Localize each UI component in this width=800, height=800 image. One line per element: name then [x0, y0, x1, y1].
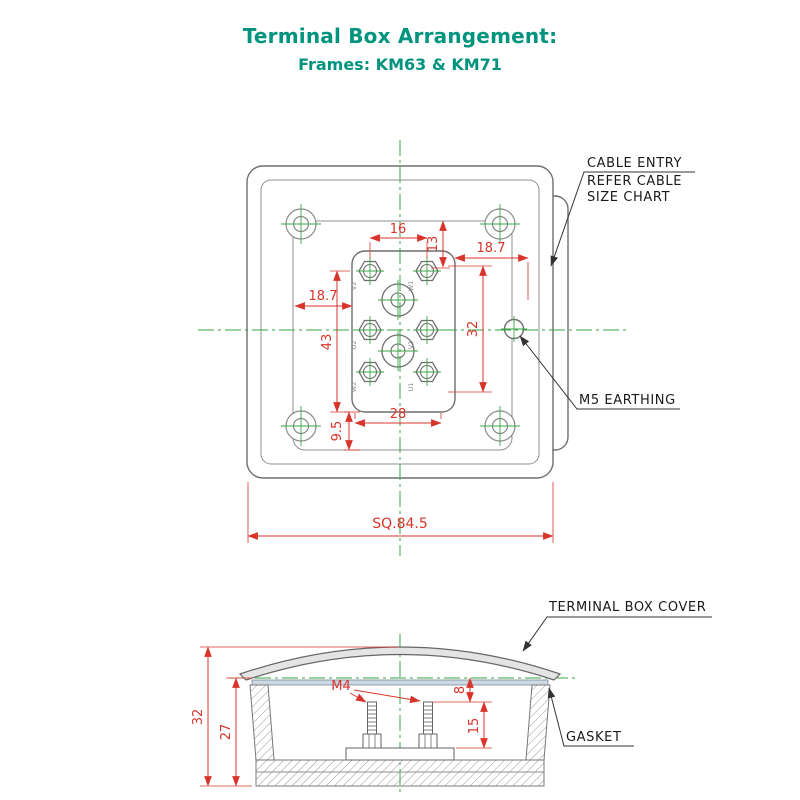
- svg-text:32: 32: [466, 321, 481, 338]
- section-view: [238, 646, 562, 787]
- dim-box-height: 27: [219, 677, 252, 787]
- svg-text:18.7: 18.7: [309, 289, 338, 304]
- dim-stud-thread: M4: [331, 679, 421, 704]
- section-stud-left: [362, 701, 382, 749]
- box-cover-section: [238, 646, 562, 681]
- svg-text:TERMINAL BOX COVER: TERMINAL BOX COVER: [548, 600, 706, 615]
- svg-text:32: 32: [191, 709, 206, 726]
- gasket-leader: [547, 687, 634, 747]
- svg-text:28: 28: [390, 407, 407, 422]
- page-title: Terminal Box Arrangement:: [242, 24, 558, 48]
- page-header: Terminal Box Arrangement: Frames: KM63 &…: [0, 24, 800, 74]
- section-dimensions: M4 8 15 32 27: [191, 646, 492, 787]
- callout-earthing: M5 EARTHING: [519, 335, 680, 410]
- dim-stud-pitch: 16: [369, 222, 428, 258]
- terminal-pedestal: [345, 747, 455, 761]
- svg-text:27: 27: [219, 724, 234, 741]
- callout-gasket: GASKET: [547, 687, 634, 747]
- svg-text:9.5: 9.5: [330, 421, 345, 442]
- terminal-label: V2: [350, 282, 358, 291]
- dim-top-offset: 13: [426, 220, 450, 269]
- box-base: [255, 759, 545, 787]
- dim-overall-square: SQ.84.5: [247, 482, 554, 543]
- terminal-label: W2: [350, 382, 358, 393]
- top-view: V2 W1 U2 V1 W2 U1: [246, 165, 569, 479]
- svg-text:REFER CABLE: REFER CABLE: [587, 174, 682, 189]
- svg-text:GASKET: GASKET: [566, 730, 622, 745]
- box-wall-right: [525, 684, 551, 761]
- dim-overall-height: 32: [191, 646, 398, 787]
- svg-text:15: 15: [467, 718, 482, 735]
- terminal-label: U1: [407, 383, 415, 392]
- svg-text:16: 16: [390, 222, 407, 237]
- page-subtitle: Frames: KM63 & KM71: [298, 55, 502, 74]
- terminal-label: W1: [407, 281, 415, 292]
- box-wall-left: [249, 684, 275, 761]
- svg-text:SQ.84.5: SQ.84.5: [372, 516, 428, 532]
- gasket: [251, 679, 549, 686]
- svg-text:43: 43: [320, 334, 335, 351]
- cable-entry-leader: [550, 171, 695, 267]
- dim-bottom-offset: 9.5: [330, 411, 360, 451]
- terminal-label: U2: [350, 341, 358, 350]
- terminal-label: V1: [407, 341, 415, 350]
- callout-cover: TERMINAL BOX COVER: [522, 600, 712, 652]
- dim-bottom-span: 28: [354, 407, 442, 427]
- svg-text:M4: M4: [331, 679, 351, 694]
- section-stud-right: [418, 701, 438, 749]
- svg-text:CABLE ENTRY: CABLE ENTRY: [587, 156, 682, 171]
- svg-text:SIZE CHART: SIZE CHART: [587, 190, 670, 205]
- svg-text:8: 8: [453, 686, 468, 694]
- dim-left-offset: 18.7: [294, 289, 353, 310]
- callout-cable-entry: CABLE ENTRY REFER CABLE SIZE CHART: [550, 156, 695, 267]
- dim-stud-length: 15: [456, 701, 492, 749]
- dim-inner-span: 32: [448, 265, 492, 393]
- svg-text:18.7: 18.7: [477, 241, 506, 256]
- svg-text:13: 13: [426, 236, 441, 253]
- svg-text:M5 EARTHING: M5 EARTHING: [579, 393, 676, 408]
- cover-leader: [522, 616, 712, 652]
- dim-right-offset: 18.7: [454, 241, 529, 300]
- top-view-dimensions: 16 13 18.7 18.7 32 43: [247, 220, 554, 543]
- earthing-leader: [519, 335, 680, 410]
